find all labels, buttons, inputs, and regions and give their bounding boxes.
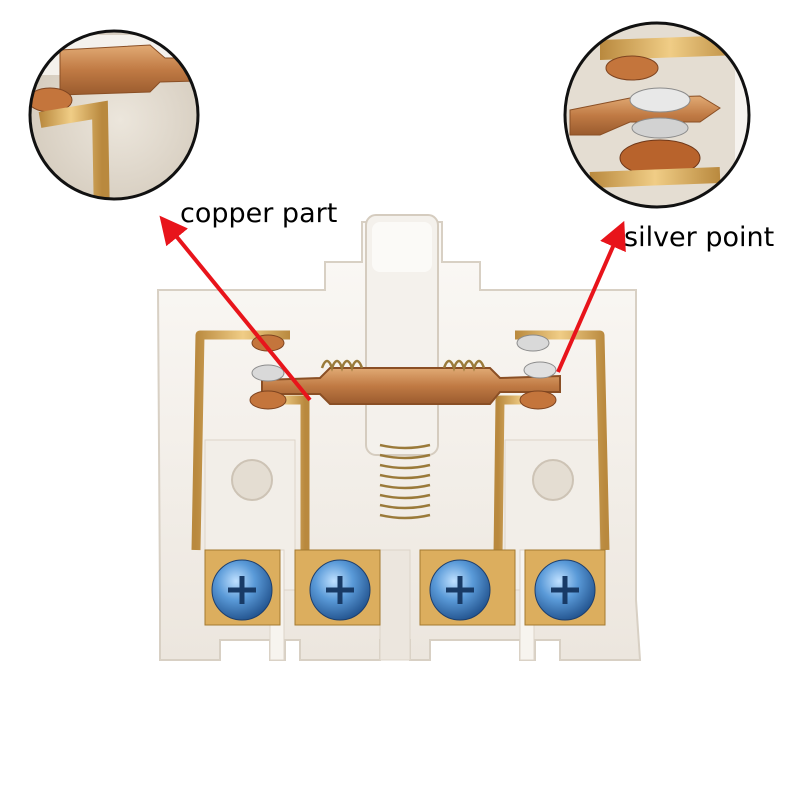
- copper-contact-bridge: [249, 334, 561, 410]
- callout-label-copper: copper part: [180, 198, 338, 229]
- mounting-hole-left: [231, 459, 273, 501]
- callout-label-silver: silver point: [624, 222, 775, 253]
- arrow-icon: [556, 220, 626, 373]
- screw-icon: [211, 559, 273, 621]
- screw-icon: [534, 559, 596, 621]
- screw-icon: [309, 559, 371, 621]
- mounting-hole-right: [532, 459, 574, 501]
- zoom-callout-silver: [563, 21, 751, 209]
- spring-icon: [320, 359, 486, 520]
- terminal-screws: [204, 549, 606, 626]
- zoom-callout-copper: [28, 29, 200, 201]
- screw-icon: [429, 559, 491, 621]
- arrow-icon: [159, 215, 312, 402]
